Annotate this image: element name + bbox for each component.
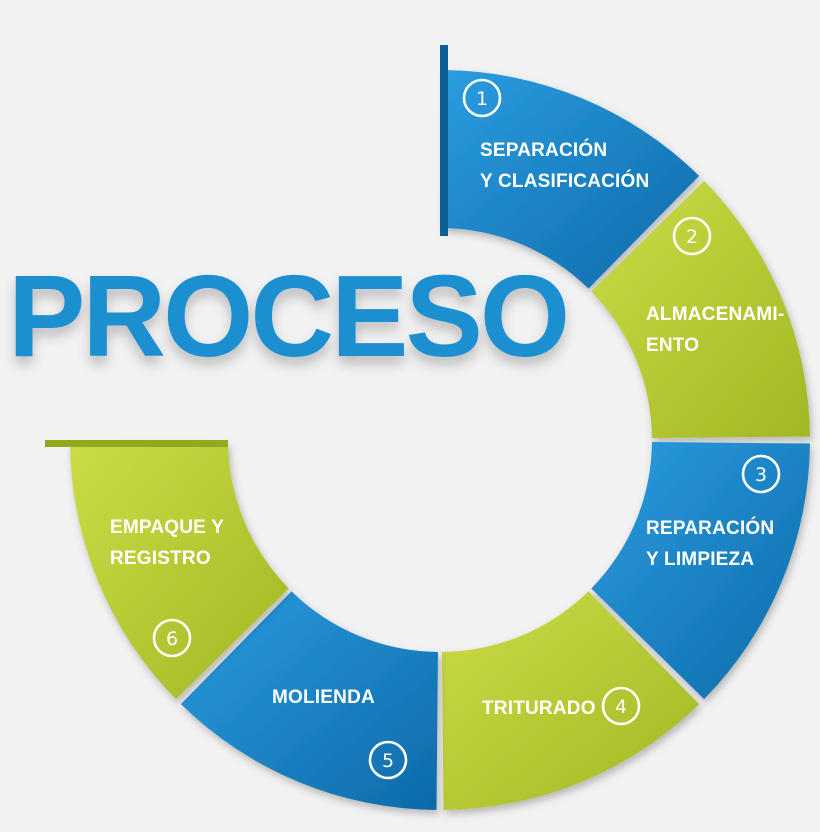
step-number: 4: [615, 696, 627, 718]
step-number-circle: [741, 454, 781, 494]
step-number: 5: [382, 750, 394, 772]
step-label-line: SEPARACIÓN: [480, 139, 607, 161]
step-segment: [591, 442, 810, 700]
step-label-line: ALMACENAMI-: [646, 304, 784, 325]
step-label-line: TRITURADO: [482, 698, 596, 719]
step-label-line: REGISTRO: [110, 548, 211, 569]
step-number-circle: [672, 216, 712, 256]
step-number-circle: [462, 78, 502, 118]
top-fold-tab: [440, 45, 448, 236]
step-number: 2: [686, 226, 698, 248]
step-label-line: ENTO: [646, 335, 699, 356]
left-fold-tab: [45, 440, 228, 447]
page-title: PROCESO: [8, 251, 567, 381]
step-number-circle: [601, 686, 641, 726]
step-label-line: EMPAQUE Y: [110, 517, 224, 538]
step-segment: [442, 591, 700, 810]
step-segment: [70, 442, 289, 700]
step-segment: [180, 591, 438, 810]
step-segment: [591, 180, 810, 438]
step-label-line: MOLIENDA: [272, 687, 375, 708]
step-number-circle: [368, 740, 408, 780]
step-number: 3: [755, 464, 767, 486]
step-label-line: REPARACIÓN: [646, 517, 774, 539]
step-5-molienda: 5 MOLIENDA: [180, 591, 438, 810]
step-6-empaque-y-registro: 6 EMPAQUE Y REGISTRO: [70, 442, 289, 700]
step-segment: [442, 70, 700, 289]
step-number: 1: [476, 88, 488, 110]
step-4-triturado: 4 TRITURADO: [442, 591, 700, 810]
step-label-line: Y LIMPIEZA: [646, 549, 754, 570]
step-label-line: Y CLASIFICACIÓN: [480, 170, 649, 192]
step-number-circle: [152, 618, 192, 658]
step-number: 6: [166, 628, 178, 650]
